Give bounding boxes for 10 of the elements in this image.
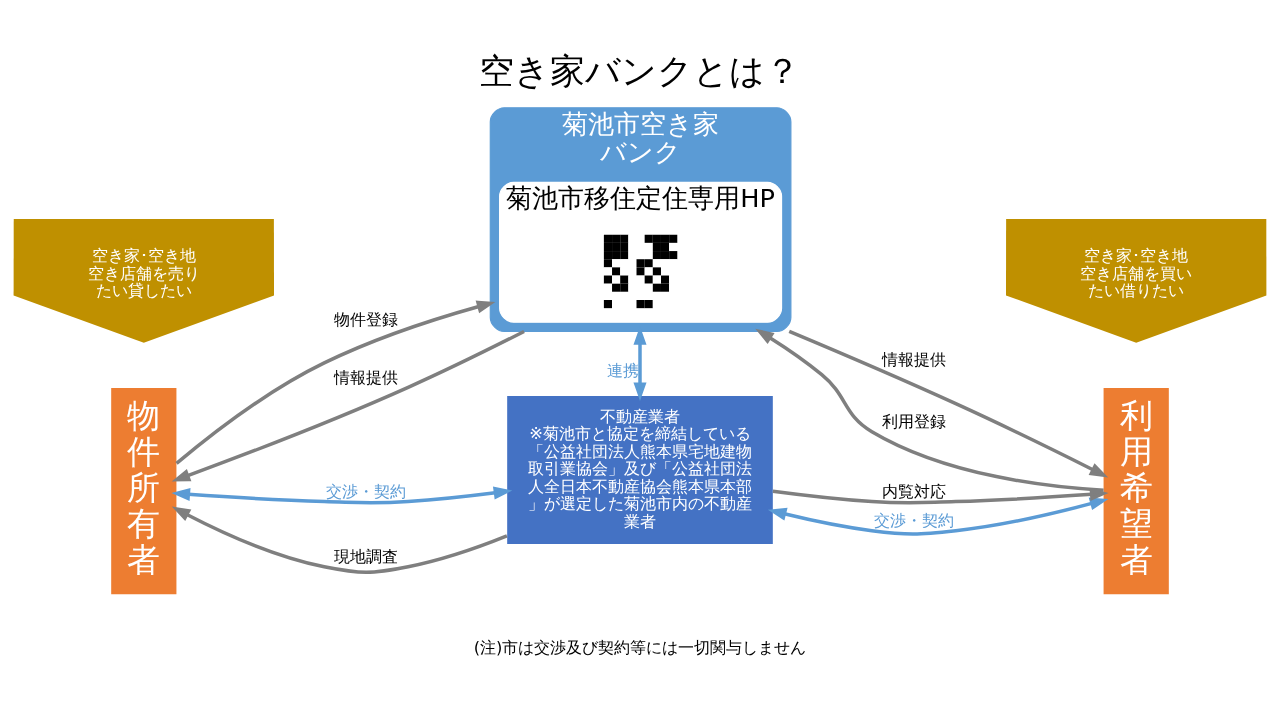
edge-label: 物件登録 [334,309,399,329]
edge-label: 交渉・契約 [873,511,954,531]
edge-label: 現地調査 [334,547,399,567]
edge-label: 情報提供 [881,350,946,370]
edge-label: 情報提供 [334,367,399,387]
diagram-title: 空き家バンクとは？ [479,51,801,92]
caption: (注)市は交渉及び契約等には一切関与しません [473,637,807,657]
edge-label: 内覧対応 [881,482,946,502]
edge-label: 交渉・契約 [326,482,407,502]
edge-label: 利用登録 [881,412,946,432]
